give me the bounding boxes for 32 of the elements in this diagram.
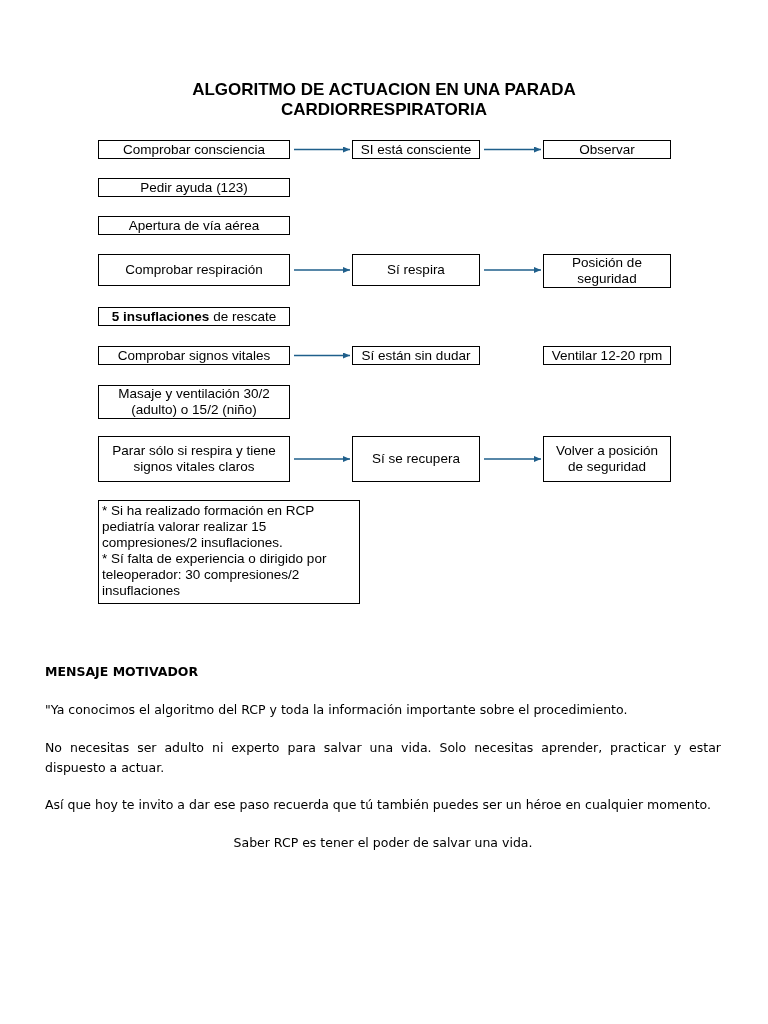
arrow [483, 267, 542, 273]
step-box: Comprobar respiración [98, 254, 290, 286]
arrow [483, 146, 542, 153]
step-box: Sí están sin dudar [352, 346, 480, 365]
note-text: * Sí falta de experiencia o dirigido por teleoperador: 30 compresiones/2 insuflaciones [102, 551, 328, 599]
step-box: Pedir ayuda (123) [98, 178, 290, 197]
arrow [293, 146, 351, 153]
paragraph: No necesitas ser adulto ni experto para salvar una vida. Solo necesitas aprender, practicar y estar dispuesto a actuar. [45, 739, 721, 777]
note-box [98, 500, 360, 604]
step-box: Parar sólo si respira y tiene signos vitales claros [98, 436, 290, 482]
step-box: Observar [543, 140, 671, 159]
step-box: Posición de seguridad [543, 254, 671, 288]
paragraph: "Ya conocimos el algoritmo del RCP y toda la información importante sobre el procedimiento. [45, 701, 629, 719]
step-box: Ventilar 12-20 rpm [543, 346, 671, 365]
step-box: Apertura de vía aérea [98, 216, 290, 235]
step-box: SI está consciente [352, 140, 480, 159]
note-text: * Si ha realizado formación en RCP pediatría valorar realizar 15 compresiones/2 insuflaciones. [102, 503, 316, 551]
step-box: Comprobar consciencia [98, 140, 290, 159]
title: ALGORITMO DE ACTUACION EN UNA PARADA CARDIORRESPIRATORIA [191, 80, 577, 120]
paragraph: Así que hoy te invito a dar ese paso recuerda que tú también puedes ser un héroe en cualquier momento. [45, 796, 712, 814]
arrow [483, 456, 542, 462]
arrow [293, 456, 351, 462]
heading: MENSAJE MOTIVADOR [45, 663, 200, 681]
paragraph: Saber RCP es tener el poder de salvar una vida. [232, 834, 534, 852]
arrow [293, 352, 351, 359]
step-box: 5 insuflaciones de rescate [98, 307, 290, 326]
step-box: Masaje y ventilación 30/2 (adulto) o 15/2 (niño) [98, 385, 290, 419]
step-box: Sí respira [352, 254, 480, 286]
arrow [293, 267, 351, 273]
step-box: Volver a posición de seguridad [543, 436, 671, 482]
step-box: Comprobar signos vitales [98, 346, 290, 365]
step-box: Sí se recupera [352, 436, 480, 482]
